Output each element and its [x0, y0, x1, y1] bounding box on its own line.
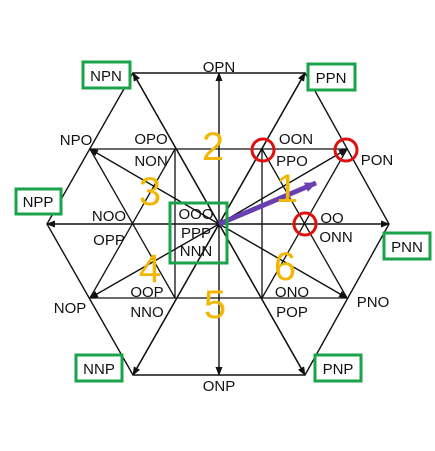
- label-oop: OOP: [130, 284, 163, 301]
- label-opo: OPO: [134, 131, 167, 148]
- arrow-npn: [132, 72, 220, 225]
- label-pnn: PNN: [391, 239, 423, 256]
- sector-number-4: 4: [139, 247, 161, 291]
- red-circle-onn: [292, 211, 318, 237]
- red-circle-pon: [333, 137, 359, 163]
- label-onp: ONP: [203, 378, 236, 395]
- label-npo: NPO: [60, 132, 93, 149]
- label-non: NON: [134, 153, 167, 170]
- box-npp: [14, 187, 63, 216]
- label-nnn: NNN: [180, 243, 213, 260]
- sector-number-1: 1: [276, 167, 298, 211]
- sector-number-5: 5: [204, 283, 226, 327]
- box-ppn: [306, 62, 357, 92]
- box-pnn: [382, 231, 432, 261]
- label-pop: POP: [276, 304, 308, 321]
- reference-vector-arrow: [218, 180, 317, 227]
- arrow-ppn: [218, 72, 306, 225]
- label-ppn: PPN: [316, 70, 347, 87]
- sector-numbers: 1 2 3 4 5 6: [139, 125, 298, 327]
- label-npp: NPP: [23, 194, 54, 211]
- box-nnp: [74, 353, 124, 383]
- red-circle-markers: [250, 137, 359, 237]
- label-opp: OPP: [93, 232, 125, 249]
- label-nop: NOP: [54, 300, 87, 317]
- arrow-nnp: [132, 223, 220, 376]
- arrow-nop: [89, 223, 220, 299]
- label-pnp: PNP: [323, 361, 354, 378]
- arrow-pon: [218, 148, 348, 225]
- label-noo: NOO: [92, 208, 126, 225]
- label-ono: ONO: [275, 284, 309, 301]
- label-ooo: OOO: [178, 206, 213, 223]
- boxed-labels: NPN PPN NPP PNN NNP PNP: [23, 68, 423, 378]
- label-ppo: PPO: [276, 153, 308, 170]
- red-circle-ppo: [250, 137, 276, 163]
- label-opn: OPN: [203, 59, 236, 76]
- arrow-pno: [218, 223, 348, 299]
- arrow-pnp: [218, 223, 306, 376]
- plain-labels: OPN NPO OPO NON OON PPO PON NOO OPP OOO …: [54, 59, 394, 395]
- label-nno: NNO: [130, 304, 163, 321]
- label-ppp: PPP: [181, 225, 211, 242]
- label-npn: NPN: [90, 68, 122, 85]
- box-pnp: [313, 353, 363, 383]
- box-center: [168, 201, 229, 265]
- green-boxes: [14, 60, 432, 383]
- arrow-npo: [89, 148, 220, 225]
- label-nnp: NNP: [83, 361, 115, 378]
- label-onn: ONN: [319, 229, 352, 246]
- box-npn: [81, 60, 132, 90]
- label-pno: PNO: [357, 294, 390, 311]
- vector-arrows: [46, 72, 390, 376]
- label-oon: OON: [279, 131, 313, 148]
- sector-number-3: 3: [139, 170, 161, 214]
- label-ooo-right: OO: [320, 210, 343, 227]
- sector-number-6: 6: [274, 245, 296, 289]
- label-pon: PON: [361, 152, 394, 169]
- sector-number-2: 2: [202, 125, 224, 169]
